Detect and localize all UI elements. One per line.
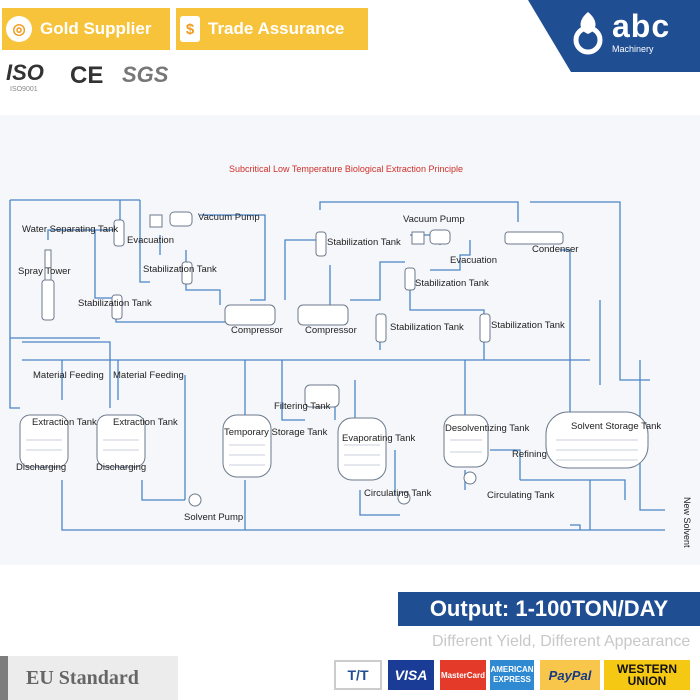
gold-supplier-label: Gold Supplier [40,19,152,38]
label-evacuation-2: Evacuation [450,255,497,266]
label-material-feeding-1: Material Feeding [33,370,104,381]
label-new-solvent: New Solvent [682,497,692,548]
trade-assurance-label: Trade Assurance [208,19,345,38]
label-stabilization-tank-1: Stabilization Tank [143,264,217,275]
gold-supplier-badge[interactable]: ◎ Gold Supplier [2,8,170,50]
label-extraction-tank-1: Extraction Tank [32,417,97,428]
eu-standard-label: EU Standard [0,656,178,700]
diagram-title: Subcritical Low Temperature Biological E… [229,164,463,174]
sgs-logo: SGS [122,62,169,87]
label-discharging-2: Discharging [96,462,146,473]
label-spray-tower: Spray Tower [18,266,71,277]
label-water-separating-tank: Water Separating Tank [22,224,118,235]
label-temporary-storage-tank: Temporary Storage Tank [224,427,328,438]
brand-subtitle: Machinery [612,44,654,54]
label-extraction-tank-2: Extraction Tank [113,417,178,428]
tt-payment-logo: T/T [334,660,382,690]
label-solvent-storage-tank: Solvent Storage Tank [571,421,661,432]
label-evaporating-tank: Evaporating Tank [342,433,415,444]
label-evacuation-1: Evacuation [127,235,174,246]
label-solvent-pump: Solvent Pump [184,512,243,523]
label-desolventizing-tank: Desolventizing Tank [445,423,530,434]
label-condenser: Condenser [532,244,578,255]
ce-logo: CE [70,62,104,89]
western-union-payment-logo: WESTERN UNION [604,660,690,690]
amex-payment-logo: AMERICAN EXPRESS [490,660,534,690]
output-banner: Output: 1-100TON/DAY [398,592,700,626]
gold-medal-icon: ◎ [6,16,32,42]
process-diagram: Subcritical Low Temperature Biological E… [0,115,700,565]
label-stabilization-tank-4: Stabilization Tank [415,278,489,289]
trade-assurance-badge[interactable]: $ Trade Assurance [176,8,368,50]
gear-leaf-icon [573,12,603,55]
label-circulating-tank-1: Circulating Tank [364,488,432,499]
mastercard-payment-logo: MasterCard [440,660,486,690]
label-stabilization-tank-3: Stabilization Tank [327,237,401,248]
visa-payment-logo: VISA [388,660,434,690]
shield-dollar-icon: $ [180,16,200,42]
label-vacuum-pump-2: Vacuum Pump [403,214,465,225]
tagline: Different Yield, Different Appearance [432,633,691,650]
label-stabilization-tank-6: Stabilization Tank [491,320,565,331]
label-compressor-2: Compressor [305,325,357,336]
label-stabilization-tank-2: Stabilization Tank [78,298,152,309]
label-vacuum-pump-1: Vacuum Pump [198,212,260,223]
brand-name[interactable]: abc [612,8,671,44]
paypal-payment-logo: PayPal [540,660,600,690]
iso-logo: ISO ISO9001 [6,60,44,93]
label-circulating-tank-2: Circulating Tank [487,490,555,501]
label-filtering-tank: Filtering Tank [274,401,331,412]
label-compressor-1: Compressor [231,325,283,336]
label-material-feeding-2: Material Feeding [113,370,184,381]
label-refining: Refining [512,449,547,460]
label-stabilization-tank-5: Stabilization Tank [390,322,464,333]
label-discharging-1: Discharging [16,462,66,473]
